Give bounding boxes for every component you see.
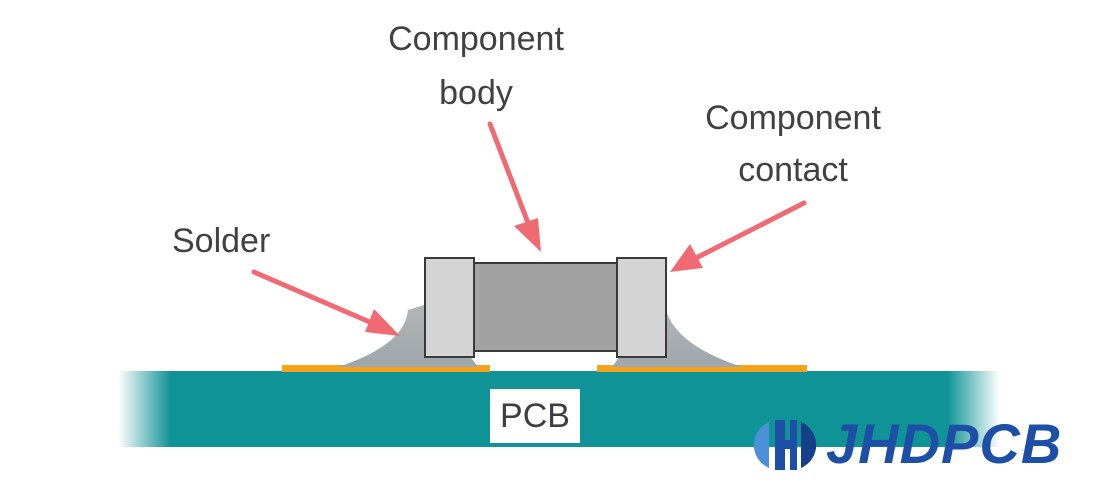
jhdpcb-logo-icon (753, 420, 817, 470)
arrow-component-body (487, 121, 541, 252)
pad-right (597, 365, 807, 372)
component-body (473, 262, 618, 352)
solder-fillet-left (338, 304, 478, 367)
solder-fillet-right (612, 304, 742, 367)
label-component-body-line1: Component (388, 20, 564, 58)
label-component-body-line2: body (439, 74, 513, 112)
label-component-body: Component body (366, 20, 586, 112)
label-pcb: PCB (490, 389, 580, 443)
label-component-contact-line2: contact (738, 151, 848, 189)
component-contact-right (616, 257, 667, 358)
label-component-contact-line1: Component (705, 99, 881, 137)
label-component-contact: Component contact (683, 99, 903, 189)
arrow-solder (251, 269, 400, 336)
logo-text: JHDPCB (826, 412, 1063, 475)
component-contact-left (424, 257, 475, 358)
label-solder: Solder (172, 222, 271, 260)
pad-left (282, 365, 490, 372)
arrow-component-contact (670, 200, 807, 272)
